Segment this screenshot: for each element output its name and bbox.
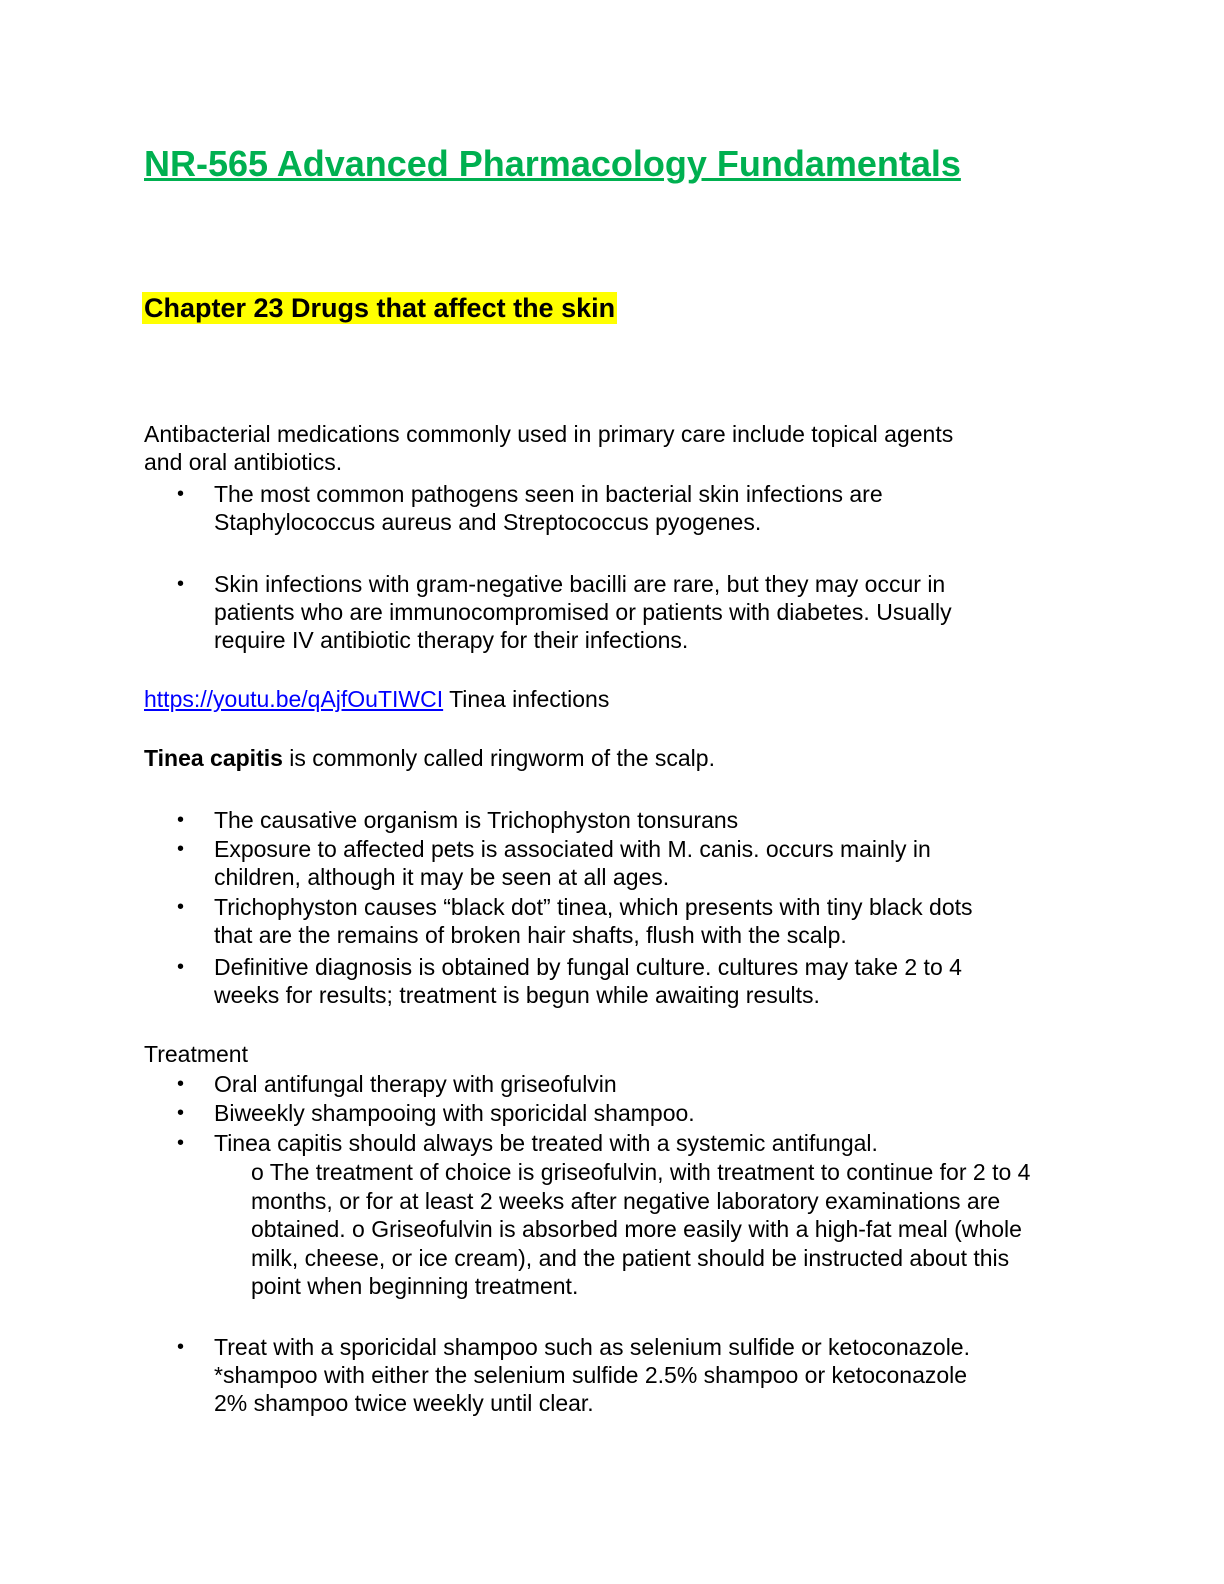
list-item: Biweekly shampooing with sporicidal sham… (214, 1100, 695, 1126)
list-item: 2% shampoo twice weekly until clear. (214, 1390, 594, 1416)
video-label: Tinea infections (443, 686, 610, 712)
list-item: patients who are immunocompromised or pa… (214, 599, 952, 625)
list-item: children, although it may be seen at all… (214, 864, 670, 890)
bullet-icon: • (177, 809, 185, 831)
intro-line: and oral antibiotics. (144, 449, 343, 475)
list-item: Treat with a sporicidal shampoo such as … (214, 1334, 970, 1360)
tinea-definition: Tinea capitis is commonly called ringwor… (144, 744, 715, 772)
list-item: Exposure to affected pets is associated … (214, 836, 931, 862)
list-item: Oral antifungal therapy with griseofulvi… (214, 1071, 617, 1097)
document-title: NR-565 Advanced Pharmacology Fundamental… (144, 143, 961, 184)
list-item: require IV antibiotic therapy for their … (214, 627, 689, 653)
list-item: Trichophyston causes “black dot” tinea, … (214, 894, 973, 920)
definition-text: is commonly called ringworm of the scalp… (282, 745, 715, 771)
bullet-icon: • (177, 896, 185, 918)
bullet-icon: • (177, 956, 185, 978)
bullet-icon: • (177, 1132, 185, 1154)
sub-item: months, or for at least 2 weeks after ne… (251, 1188, 1001, 1214)
sub-item: point when beginning treatment. (251, 1273, 579, 1299)
list-item: Staphylococcus aureus and Streptococcus … (214, 509, 762, 535)
list-item: weeks for results; treatment is begun wh… (214, 982, 820, 1008)
video-line: https://youtu.be/qAjfOuTIWCI Tinea infec… (144, 685, 609, 713)
list-item: that are the remains of broken hair shaf… (214, 922, 847, 948)
bullet-icon: • (177, 573, 185, 595)
bullet-icon: • (177, 838, 185, 860)
intro-line: Antibacterial medications commonly used … (144, 421, 954, 447)
sub-item: obtained. o Griseofulvin is absorbed mor… (251, 1216, 1022, 1242)
chapter-heading: Chapter 23 Drugs that affect the skin (142, 292, 618, 324)
treatment-heading: Treatment (144, 1041, 248, 1067)
sub-item: o The treatment of choice is griseofulvi… (251, 1159, 1031, 1185)
bullet-icon: • (177, 1073, 185, 1095)
video-link[interactable]: https://youtu.be/qAjfOuTIWCI (144, 686, 444, 712)
list-item: Tinea capitis should always be treated w… (214, 1130, 878, 1156)
bullet-icon: • (177, 483, 185, 505)
list-item: *shampoo with either the selenium sulfid… (214, 1362, 968, 1388)
list-item: Definitive diagnosis is obtained by fung… (214, 954, 962, 980)
sub-item: milk, cheese, or ice cream), and the pat… (251, 1245, 1010, 1271)
list-item: The causative organism is Trichophyston … (214, 807, 739, 833)
bullet-icon: • (177, 1336, 185, 1358)
list-item: Skin infections with gram-negative bacil… (214, 571, 946, 597)
term: Tinea capitis (144, 745, 283, 771)
bullet-icon: • (177, 1102, 185, 1124)
list-item: The most common pathogens seen in bacter… (214, 481, 883, 507)
